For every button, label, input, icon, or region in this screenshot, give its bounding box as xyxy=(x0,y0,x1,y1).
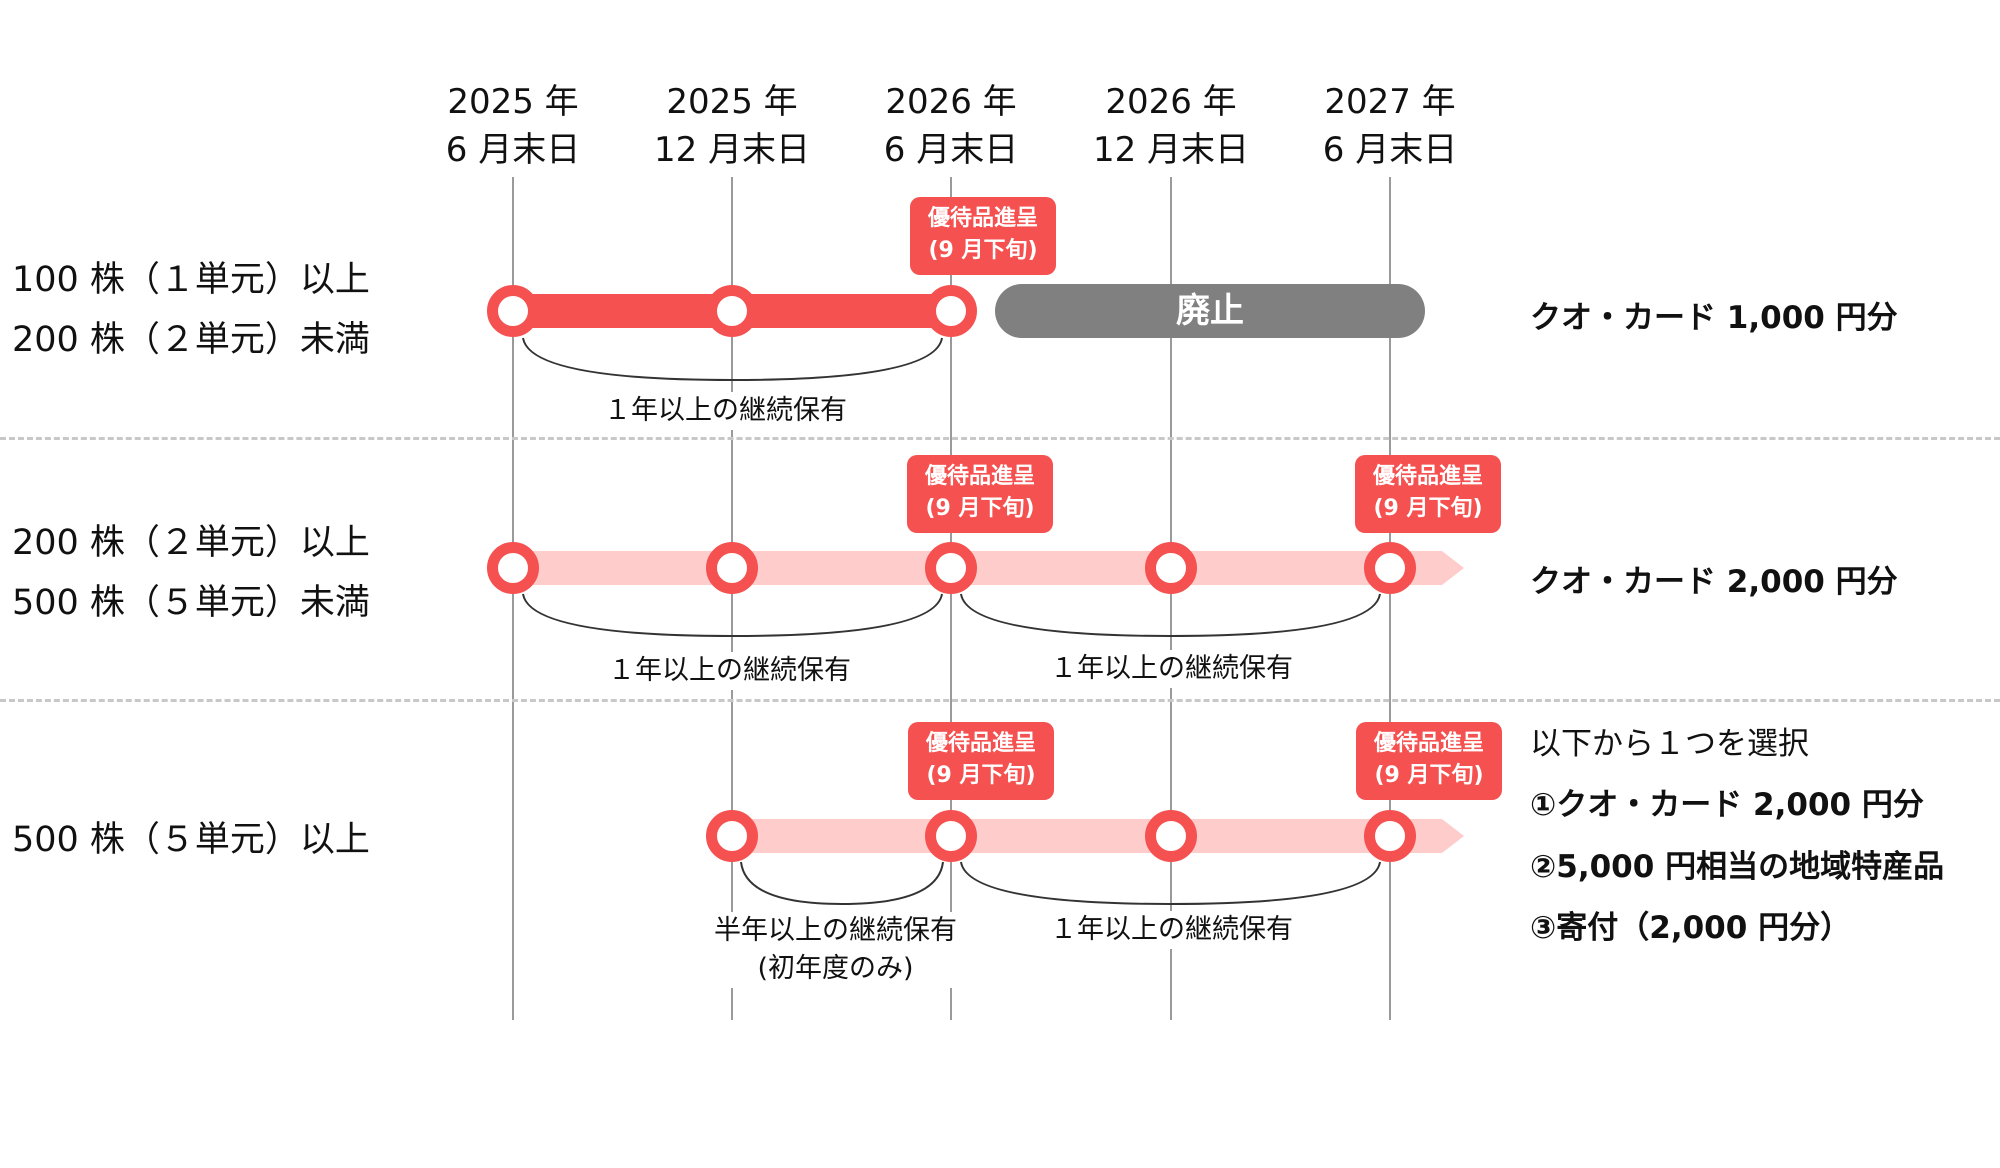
column-header-2: 2025 年 12 月末日 xyxy=(632,78,832,174)
row-3-holding-bar xyxy=(732,819,1442,853)
row-2-reward: クオ・カード 2,000 円分 xyxy=(1530,564,1898,600)
column-header-4: 2026 年 12 月末日 xyxy=(1071,78,1271,174)
header-date: 12 月末日 xyxy=(1092,130,1250,170)
label-line: 500 株（５単元）未満 xyxy=(12,583,370,623)
holding-period-label: １年以上の継続保有 xyxy=(600,652,859,690)
header-date: 6 月末日 xyxy=(445,130,581,170)
header-year: 2025 年 xyxy=(666,82,798,122)
holding-period-brace xyxy=(960,593,1381,638)
row-2-label: 200 株（２単元）以上 500 株（５単元）未満 xyxy=(12,513,370,633)
timeline-node xyxy=(706,542,758,594)
timeline-node xyxy=(706,285,758,337)
holding-line: 半年以上の継続保有 xyxy=(714,915,957,946)
column-header-3: 2026 年 6 月末日 xyxy=(851,78,1051,174)
holding-note: (初年度のみ) xyxy=(757,953,914,984)
gift-delivery-badge: 優待品進呈 (9 月下旬) xyxy=(910,197,1056,275)
badge-line: (9 月下旬) xyxy=(928,238,1038,263)
badge-line: (9 月下旬) xyxy=(1374,763,1484,788)
header-date: 6 月末日 xyxy=(1322,130,1458,170)
gift-delivery-badge: 優待品進呈 (9 月下旬) xyxy=(1356,722,1502,800)
timeline-node xyxy=(706,810,758,862)
continuation-arrow xyxy=(1442,819,1464,853)
timeline-node xyxy=(487,542,539,594)
holding-period-brace xyxy=(960,861,1381,906)
row-2-holding-bar xyxy=(513,551,1442,585)
holding-period-label: １年以上の継続保有 xyxy=(1042,650,1301,688)
gift-delivery-badge: 優待品進呈 (9 月下旬) xyxy=(1355,455,1501,533)
gift-delivery-badge: 優待品進呈 (9 月下旬) xyxy=(907,455,1053,533)
reward-option: ②5,000 円相当の地域特産品 xyxy=(1530,849,1945,885)
timeline-node xyxy=(925,810,977,862)
timeline-node xyxy=(1145,810,1197,862)
label-line: 200 株（２単元）以上 xyxy=(12,523,370,563)
label-line: 200 株（２単元）未満 xyxy=(12,320,370,360)
row-1-reward: クオ・カード 1,000 円分 xyxy=(1530,300,1898,336)
header-year: 2026 年 xyxy=(885,82,1017,122)
label-line: 500 株（５単元）以上 xyxy=(12,820,370,860)
timeline-node xyxy=(1364,542,1416,594)
holding-period-brace xyxy=(740,861,944,906)
gift-delivery-badge: 優待品進呈 (9 月下旬) xyxy=(908,722,1054,800)
reward-option: ③寄付（2,000 円分） xyxy=(1530,910,1852,946)
header-date: 12 月末日 xyxy=(653,130,811,170)
row-separator xyxy=(0,437,2000,440)
badge-line: 優待品進呈 xyxy=(927,206,1038,231)
row-1-label: 100 株（１単元）以上 200 株（２単元）未満 xyxy=(12,250,370,370)
timeline-gridline xyxy=(731,177,733,1020)
header-year: 2025 年 xyxy=(447,82,579,122)
column-header-1: 2025 年 6 月末日 xyxy=(413,78,613,174)
timeline-node xyxy=(487,285,539,337)
timeline-node xyxy=(1145,542,1197,594)
timeline-node xyxy=(925,542,977,594)
label-line: 100 株（１単元）以上 xyxy=(12,260,370,300)
header-year: 2026 年 xyxy=(1105,82,1237,122)
timeline-gridline xyxy=(1170,177,1172,1020)
holding-period-label: １年以上の継続保有 xyxy=(596,392,855,430)
holding-period-brace xyxy=(522,593,943,638)
continuation-arrow xyxy=(1442,551,1464,585)
timeline-node xyxy=(925,285,977,337)
reward-option: ①クオ・カード 2,000 円分 xyxy=(1530,787,1924,823)
badge-line: 優待品進呈 xyxy=(925,731,1036,756)
row-3-label: 500 株（５単元）以上 xyxy=(12,810,370,870)
holding-period-label: １年以上の継続保有 xyxy=(1042,911,1301,949)
holding-period-brace xyxy=(522,337,943,382)
badge-line: 優待品進呈 xyxy=(1372,464,1483,489)
badge-line: (9 月下旬) xyxy=(925,496,1035,521)
column-header-5: 2027 年 6 月末日 xyxy=(1290,78,1490,174)
abolished-label: 廃止 xyxy=(1176,291,1244,331)
reward-intro: 以下から１つを選択 xyxy=(1530,726,1809,762)
timeline-gridline xyxy=(950,177,952,1020)
holding-period-label: 半年以上の継続保有 (初年度のみ) xyxy=(706,912,965,988)
timeline-node xyxy=(1364,810,1416,862)
timeline-gridline xyxy=(1389,177,1391,1020)
row-separator xyxy=(0,699,2000,702)
badge-line: (9 月下旬) xyxy=(1373,496,1483,521)
abolished-pill: 廃止 xyxy=(995,284,1425,338)
header-year: 2027 年 xyxy=(1324,82,1456,122)
badge-line: 優待品進呈 xyxy=(924,464,1035,489)
header-date: 6 月末日 xyxy=(883,130,1019,170)
timeline-gridline xyxy=(512,177,514,1020)
badge-line: 優待品進呈 xyxy=(1373,731,1484,756)
badge-line: (9 月下旬) xyxy=(926,763,1036,788)
